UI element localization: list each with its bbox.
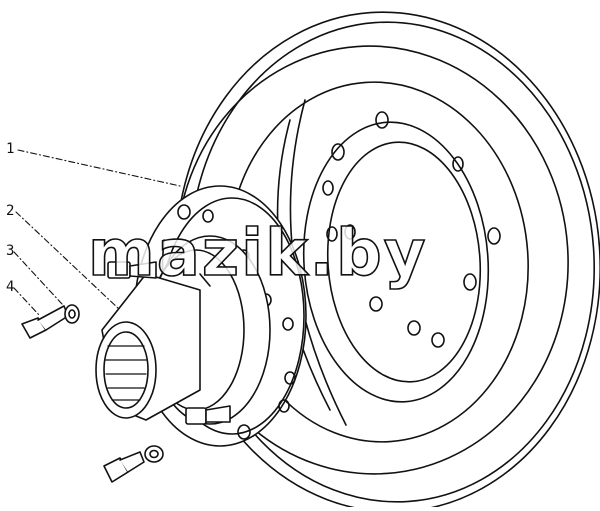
leader-lines [13,149,181,317]
installed-bolt-upper [107,261,157,279]
callout-4: 4 [6,279,15,295]
installed-bolt-lower [185,405,231,425]
spline-teeth [105,345,147,401]
watermark-text: mazik.by [87,217,428,291]
splined-sleeve [95,273,201,421]
washer-bottom [144,445,164,463]
bolt-bottom [103,451,145,483]
drum-bolt-holes [322,111,501,348]
callout-1: 1 [6,141,15,157]
callout-3: 3 [6,243,15,259]
bolt-part-4 [21,305,69,339]
washer-part-3 [64,304,80,324]
callout-2: 2 [6,203,15,219]
